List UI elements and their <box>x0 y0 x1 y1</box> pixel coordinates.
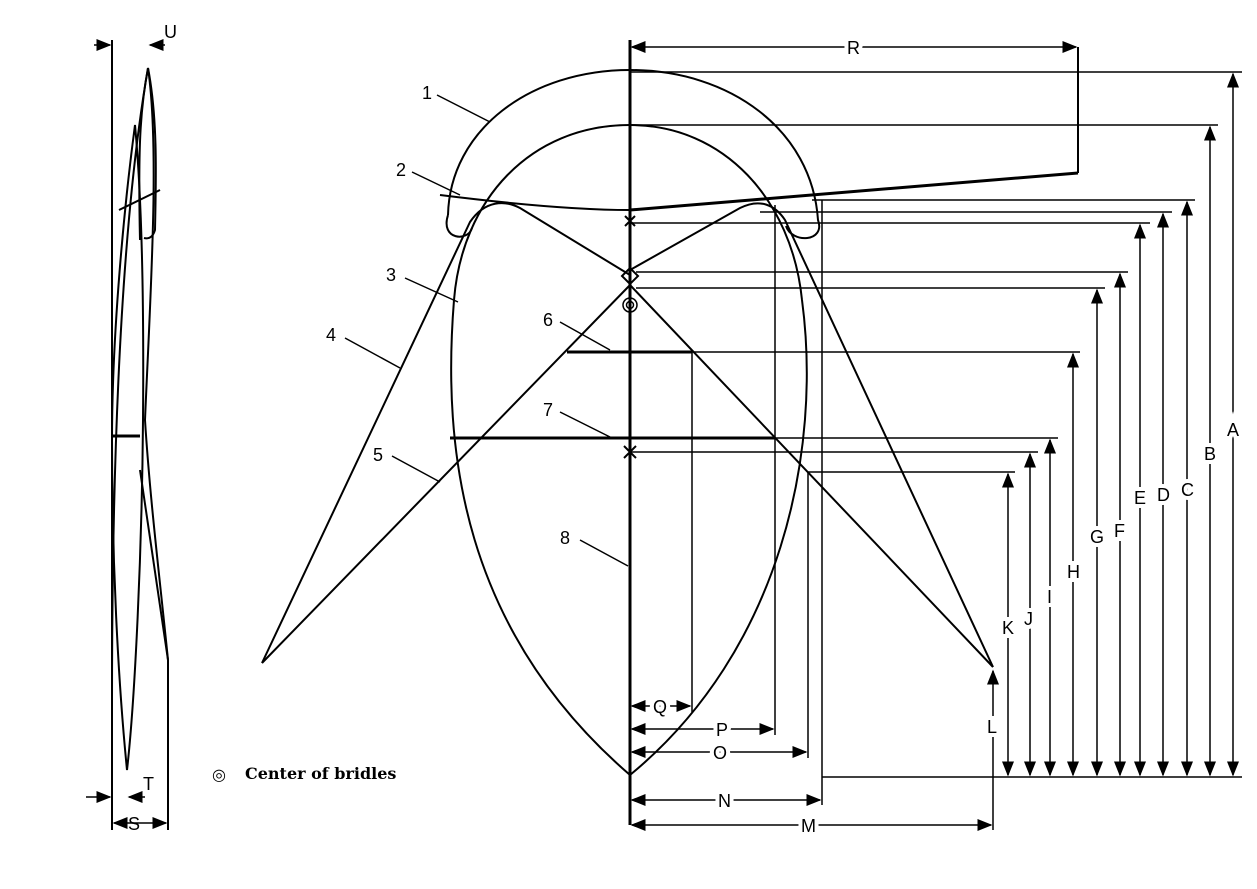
dim-label-d: D <box>1157 485 1170 505</box>
dim-label-r: R <box>847 38 860 58</box>
side-view: U T S <box>86 22 177 834</box>
part-label-5: 5 <box>373 445 383 465</box>
cross-spar <box>439 194 631 211</box>
dim-label-b: B <box>1204 444 1216 464</box>
legend-text: Center of bridles <box>245 764 396 783</box>
dim-label-j: J <box>1024 609 1033 629</box>
part-label-7: 7 <box>543 400 553 420</box>
dim-label-e: E <box>1134 488 1146 508</box>
part-label-8: 8 <box>560 528 570 548</box>
dim-label-o: O <box>713 743 727 763</box>
dim-label-m: M <box>801 816 816 836</box>
dim-label-q: Q <box>653 697 667 717</box>
dim-label-h: H <box>1067 562 1080 582</box>
dim-label-k: K <box>1002 618 1014 638</box>
part-label-6: 6 <box>543 310 553 330</box>
dim-label-n: N <box>718 791 731 811</box>
hood-arch <box>445 68 821 240</box>
part-label-1: 1 <box>422 83 432 103</box>
part-label-3: 3 <box>386 265 396 285</box>
left-wing <box>261 202 631 664</box>
dim-label-g: G <box>1090 527 1104 547</box>
dim-label-t: T <box>143 774 154 794</box>
dim-label-i: I <box>1047 587 1052 607</box>
dim-label-c: C <box>1181 480 1194 500</box>
dim-label-s: S <box>128 814 140 834</box>
dimension-labels: R A B C D E F G H I J K L M N O P Q <box>649 34 1243 840</box>
dim-label-u: U <box>164 22 177 42</box>
legend: ◎ Center of bridles <box>212 764 396 784</box>
bridle-center-symbol: ◎ <box>212 765 226 784</box>
part-label-2: 2 <box>396 160 406 180</box>
dim-label-a: A <box>1227 420 1239 440</box>
front-view: 1 2 3 4 5 6 7 8 R A B C D E F G H I J K … <box>261 34 1243 840</box>
dim-label-l: L <box>987 717 997 737</box>
right-wing <box>629 202 994 668</box>
part-label-4: 4 <box>326 325 336 345</box>
dim-label-f: F <box>1114 521 1125 541</box>
dim-label-p: P <box>716 720 728 740</box>
